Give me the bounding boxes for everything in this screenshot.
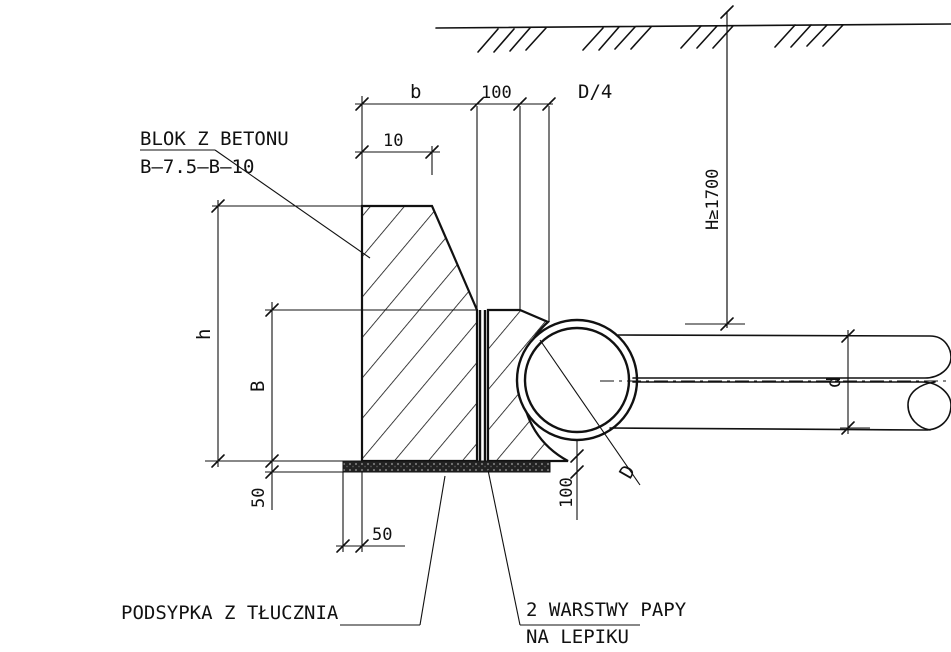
- pipe-section: [515, 318, 639, 442]
- concrete-block-left: [360, 204, 479, 463]
- gravel-bedding: [342, 460, 551, 473]
- dim-50-vertical: 50: [249, 488, 269, 508]
- label-layers-line2: NA LEPIKU: [526, 626, 629, 648]
- label-bedding: PODSYPKA Z TŁUCZNIA: [121, 602, 339, 624]
- membrane-layers: [478, 310, 487, 461]
- dim-100-top: 100: [481, 83, 512, 103]
- dim-h: h: [193, 329, 215, 340]
- dim-b: b: [410, 81, 421, 103]
- ground-surface: [435, 23, 951, 53]
- label-block-title: BLOK Z BETONU: [140, 128, 289, 150]
- dim-d-quarter: D/4: [578, 81, 612, 103]
- dim-10: 10: [383, 131, 403, 151]
- pipe-run: [600, 334, 951, 431]
- label-layers-line1: 2 WARSTWY PAPY: [526, 599, 687, 621]
- dim-H: H≥1700: [703, 169, 723, 230]
- dimension-lines: [211, 5, 855, 553]
- dim-50-horizontal: 50: [372, 525, 392, 545]
- dim-100-bottom: 100: [557, 477, 577, 508]
- dim-d: d: [823, 377, 845, 388]
- label-block-grade: B–7.5–B–10: [140, 156, 254, 178]
- dim-B: B: [247, 381, 269, 392]
- leader-lines: [140, 149, 640, 626]
